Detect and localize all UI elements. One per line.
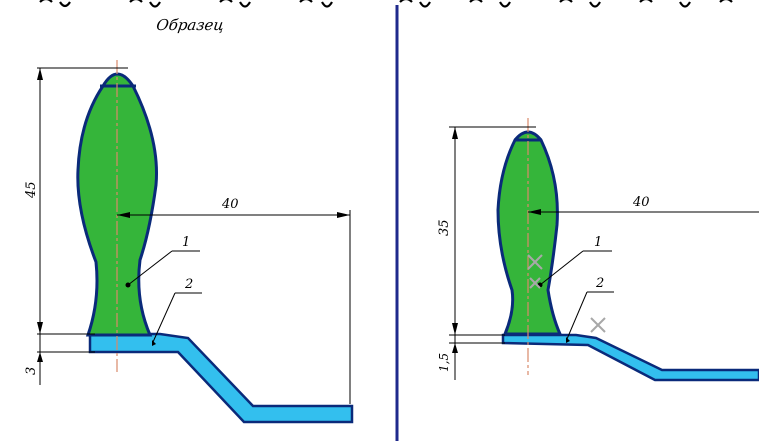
left-dim-height: 45 [24,181,39,199]
right-green-body [496,130,563,336]
left-dim-width: 40 [221,197,239,212]
left-leader-2: 2 [184,277,193,292]
right-dim-height: 35 [437,219,452,236]
right-drawing: 35 1,5 40 1 2 [437,118,759,382]
left-leader-1: 1 [182,235,190,250]
right-leader-2: 2 [595,276,604,291]
sample-title: Образец [155,16,225,34]
left-base-plate [88,332,354,424]
right-base-plate [501,333,759,382]
right-dim-base: 1,5 [437,353,451,372]
right-dim-width: 40 [632,195,650,210]
left-drawing: 45 3 40 1 2 [24,60,354,424]
cropped-text-strip [39,0,733,8]
left-dim-base: 3 [24,367,39,375]
right-leader-1: 1 [594,235,602,250]
cross-mark-icon [527,254,606,333]
